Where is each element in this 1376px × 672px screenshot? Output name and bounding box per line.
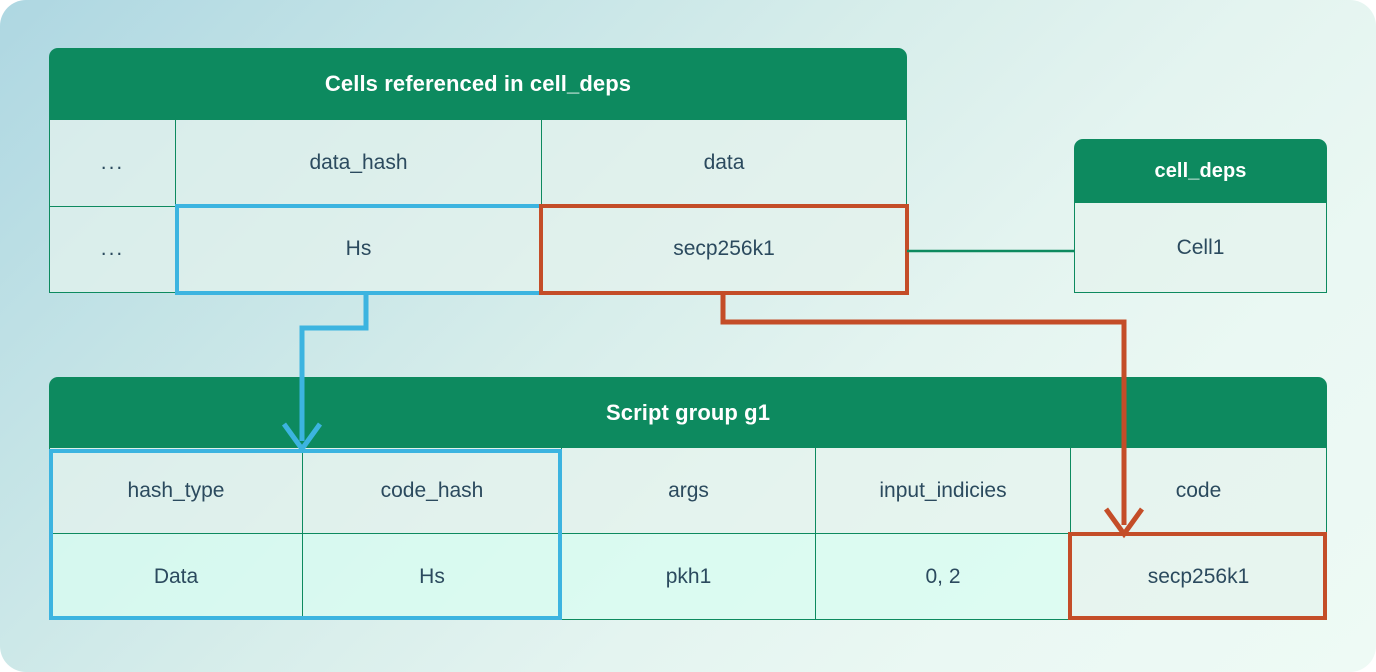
table-header-row: ... data_hash data <box>50 120 906 206</box>
column-header-code-hash: code_hash <box>303 448 562 533</box>
script-group-table-title: Script group g1 <box>49 377 1327 448</box>
cell-data-hash-value: Hs <box>176 206 542 292</box>
column-header-ellipsis: ... <box>50 120 176 206</box>
cell-deps-table-title: cell_deps <box>1074 139 1327 203</box>
table-row: Data Hs pkh1 0, 2 secp256k1 <box>50 533 1326 619</box>
cell-code-hash-value: Hs <box>303 534 562 619</box>
table-header-row: hash_type code_hash args input_indicies … <box>50 448 1326 533</box>
connector-data-to-code <box>720 295 1127 525</box>
column-header-hash-type: hash_type <box>50 448 303 533</box>
cell-input-indicies-value: 0, 2 <box>816 534 1071 619</box>
cells-referenced-table-grid: ... data_hash data ... Hs secp256k1 <box>49 120 907 293</box>
column-header-input-indicies: input_indicies <box>816 448 1071 533</box>
cells-referenced-table: Cells referenced in cell_deps ... data_h… <box>49 48 907 293</box>
cells-referenced-table-title: Cells referenced in cell_deps <box>49 48 907 120</box>
script-group-table-grid: hash_type code_hash args input_indicies … <box>49 448 1327 620</box>
connector-data-hash-to-code-hash <box>299 295 369 441</box>
connector-data-to-code-arrowhead <box>1103 507 1145 539</box>
cell-deps-table-grid: Cell1 <box>1074 203 1327 293</box>
cell-code-value: secp256k1 <box>1071 534 1326 619</box>
column-header-data-hash: data_hash <box>176 120 542 206</box>
cell-deps-table: cell_deps Cell1 <box>1074 139 1327 293</box>
script-group-table: Script group g1 hash_type code_hash args… <box>49 377 1327 620</box>
column-header-data: data <box>542 120 906 206</box>
column-header-args: args <box>562 448 816 533</box>
connector-data-hash-to-code-hash-arrowhead <box>281 422 323 454</box>
cell-hash-type-value: Data <box>50 534 303 619</box>
cell-ellipsis: ... <box>50 206 176 292</box>
table-row: Cell1 <box>1075 203 1326 292</box>
cell-args-value: pkh1 <box>562 534 816 619</box>
cell-deps-cell1: Cell1 <box>1075 203 1326 292</box>
cell-data-value: secp256k1 <box>542 206 906 292</box>
